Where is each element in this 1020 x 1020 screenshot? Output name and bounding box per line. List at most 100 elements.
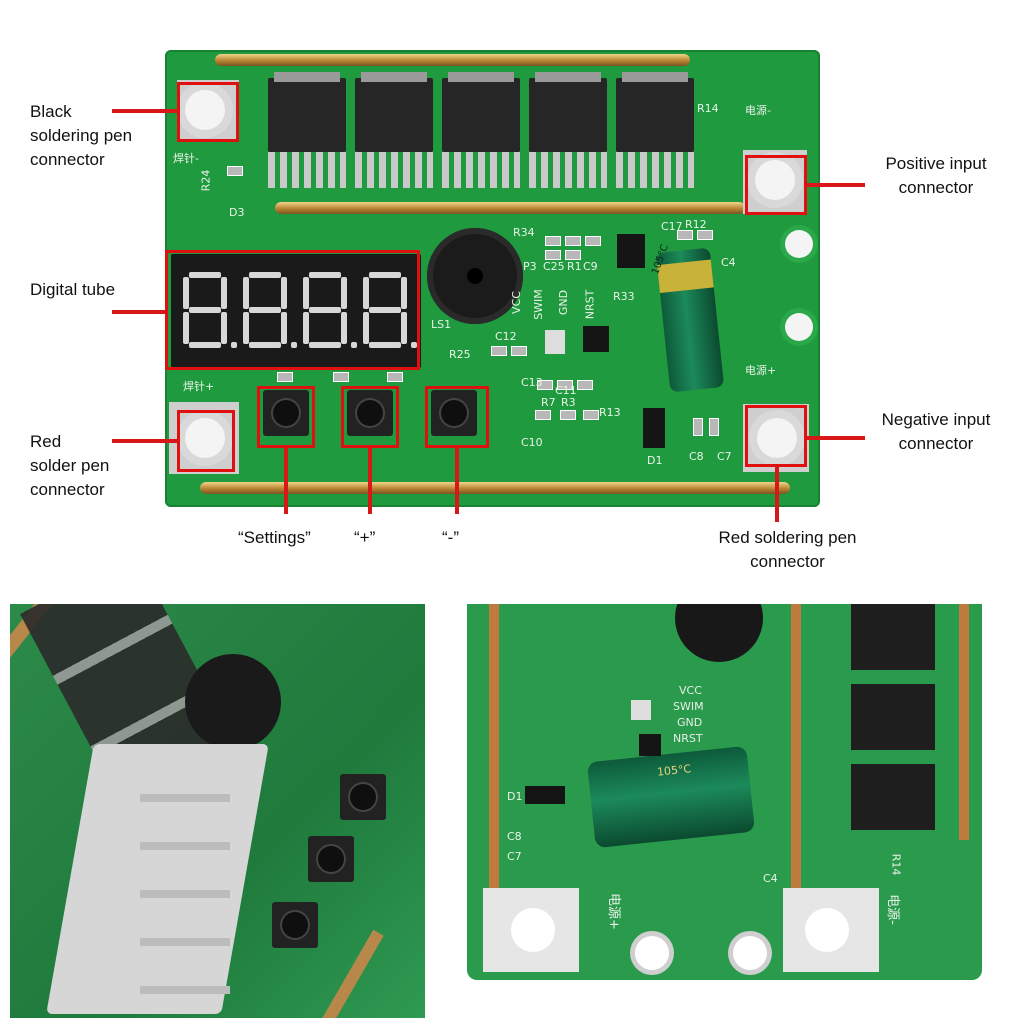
smd-part — [565, 250, 581, 260]
digit-segment — [401, 312, 407, 344]
label-black-pen: Black soldering pen connector — [30, 102, 133, 169]
settings-button[interactable] — [263, 390, 309, 436]
digit-segment — [189, 307, 221, 313]
photo-top-view-lower: 电源+ 电源- VCC SWIM GND NRST R14 C8 C7 C4 D… — [467, 604, 982, 980]
mount-hole-1 — [785, 230, 813, 258]
silk-vcc: VCC — [509, 291, 523, 314]
red-pen-left-hole — [185, 418, 225, 458]
silk-c8: C8 — [689, 450, 704, 463]
digit-2 — [243, 272, 297, 348]
silk-r24: R24 — [199, 169, 213, 192]
smd-part — [565, 236, 581, 246]
silk-r13: R13 — [599, 406, 621, 419]
smd-part — [545, 236, 561, 246]
digit-segment — [303, 277, 309, 309]
photo-right-chip — [639, 734, 661, 756]
silk-power-minus: 电源- — [745, 104, 771, 117]
silk-r34: R34 — [513, 226, 535, 239]
smd-part — [491, 346, 507, 356]
digit-segment — [221, 277, 227, 309]
photo-silk-power-minus: 电源- — [884, 894, 900, 925]
callout-box-red-pen-left — [177, 410, 235, 472]
smd-part — [577, 380, 593, 390]
silk-r25: R25 — [449, 348, 471, 361]
digit-decimal-point — [231, 342, 237, 348]
digit-decimal-point — [411, 342, 417, 348]
label-settings: “Settings” — [238, 528, 311, 547]
callout-box-settings — [257, 386, 315, 448]
silk-r3: R3 — [561, 396, 576, 409]
callout-line-red-pen-bottom — [775, 467, 779, 522]
silk-r12: R12 — [685, 218, 707, 231]
silk-c25: C25 — [543, 260, 565, 273]
callout-line-minus — [455, 448, 459, 514]
photo-right-diode — [525, 786, 565, 804]
smd-part — [537, 380, 553, 390]
smd-part — [387, 372, 403, 382]
smd-part — [277, 372, 293, 382]
silk-c12: C12 — [495, 330, 517, 343]
photo-left-buzzer — [185, 654, 281, 750]
photo-silk-nrst: NRST — [673, 732, 703, 745]
digit-segment — [369, 272, 401, 278]
mosfet-1-legs — [268, 152, 346, 188]
callout-line-negative-input — [807, 436, 865, 440]
silk-p3: P3 — [523, 260, 537, 273]
copper-bar-middle — [275, 202, 745, 214]
buzzer — [427, 228, 523, 324]
photo-right-capacitor — [586, 745, 756, 849]
photo-right-copper-right — [959, 604, 969, 840]
callout-line-settings — [284, 448, 288, 514]
label-positive-input: Positive input connector — [885, 154, 987, 197]
plus-button[interactable] — [347, 390, 393, 436]
silk-weld-minus: 焊针- — [173, 152, 199, 165]
silk-ls1: LS1 — [431, 318, 452, 331]
photo-silk-gnd: GND — [677, 716, 703, 729]
label-red-pen-left: Red solder pen connector — [30, 432, 110, 499]
photo-silk-d1: D1 — [507, 790, 523, 803]
diode-d1 — [643, 408, 665, 448]
smd-part — [583, 410, 599, 420]
photo-silk-c8: C8 — [507, 830, 522, 843]
silk-r1: R1 — [567, 260, 582, 273]
photo-left-button-2 — [308, 836, 354, 882]
callout-line-plus — [368, 448, 372, 514]
photo-right-copper-left — [489, 604, 499, 904]
smd-part — [693, 418, 703, 436]
mount-hole-2 — [785, 313, 813, 341]
smd-part — [535, 410, 551, 420]
digit-segment — [281, 277, 287, 309]
silk-c11: C11 — [555, 384, 577, 397]
black-pen-hole — [185, 90, 225, 130]
photo-left-button-3 — [272, 902, 318, 948]
digit-segment — [243, 277, 249, 309]
silk-c13: C13 — [521, 376, 543, 389]
photo-silk-power-plus: 电源+ — [605, 893, 621, 930]
smd-part — [560, 410, 576, 420]
smd-part — [697, 230, 713, 240]
mcu-chip — [583, 326, 609, 352]
smd-part — [677, 230, 693, 240]
photo-right-hole-mid1 — [635, 936, 669, 970]
digit-segment — [221, 312, 227, 344]
minus-button[interactable] — [431, 390, 477, 436]
mosfet-5-legs — [616, 152, 694, 188]
label-digital-tube: Digital tube — [30, 280, 116, 299]
callout-line-black-pen — [112, 109, 177, 113]
digit-segment — [183, 277, 189, 309]
silk-c10: C10 — [521, 436, 543, 449]
digit-4 — [363, 272, 417, 348]
photo-right-hole-right — [805, 908, 849, 952]
silk-weld-plus: 焊针+ — [183, 380, 215, 393]
smd-part — [585, 236, 601, 246]
smd-part — [333, 372, 349, 382]
digit-3 — [303, 272, 357, 348]
digit-segment — [309, 307, 341, 313]
photo-silk-c4: C4 — [763, 872, 778, 885]
mosfet-2-legs — [355, 152, 433, 188]
digit-segment — [189, 342, 221, 348]
negative-input-hole — [757, 418, 797, 458]
label-negative-input: Negative input connector — [881, 410, 991, 453]
positive-input-hole — [755, 160, 795, 200]
silk-r7: R7 — [541, 396, 556, 409]
